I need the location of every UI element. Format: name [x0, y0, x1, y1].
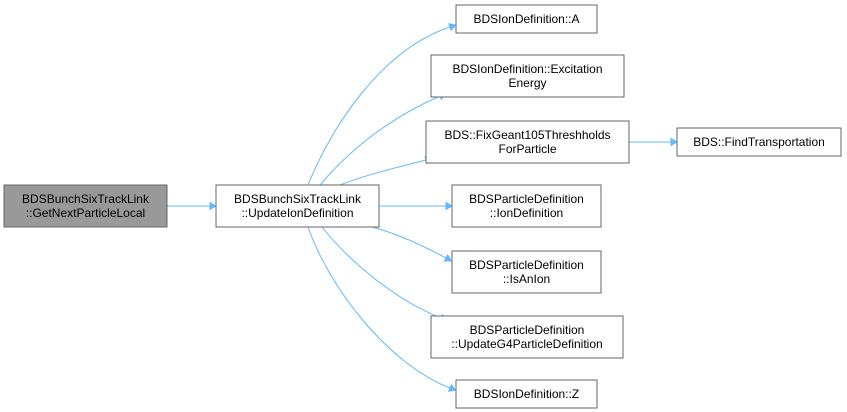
edge-updateion-to-a: [307, 23, 457, 186]
arrowhead-icon: [670, 137, 678, 147]
node-box[interactable]: [430, 315, 624, 359]
node-box[interactable]: [430, 54, 625, 98]
node-box[interactable]: [455, 4, 598, 34]
node-label-line: ::UpdateIonDefinition: [241, 206, 353, 220]
node-box[interactable]: [425, 120, 630, 164]
node-label-line: BDSBunchSixTrackLink: [22, 192, 150, 206]
edge-updateion-to-updateg4: [321, 226, 448, 322]
node-box[interactable]: [3, 184, 168, 228]
node-label-line: BDSIonDefinition::Excitation: [452, 62, 602, 76]
edge-getnext-to-updateion: [167, 201, 217, 211]
arrowhead-icon: [448, 23, 457, 32]
node-iondef[interactable]: BDSParticleDefinition::IonDefinition: [451, 184, 602, 228]
arrowhead-icon: [445, 201, 453, 211]
node-box[interactable]: [215, 184, 380, 228]
node-label-line: ::IonDefinition: [490, 206, 563, 220]
node-label-line: Energy: [508, 76, 546, 90]
node-a[interactable]: BDSIonDefinition::A: [455, 4, 598, 34]
edge-fixgeant-to-findtransport: [629, 137, 678, 147]
arrowhead-icon: [447, 383, 457, 392]
node-label-line: BDSIonDefinition::A: [473, 12, 579, 26]
edge-updateion-to-isanion: [371, 226, 453, 262]
node-box[interactable]: [451, 250, 602, 294]
edge-line: [339, 159, 427, 186]
edge-line: [319, 95, 441, 186]
edge-line: [307, 26, 451, 186]
node-label-line: ::GetNextParticleLocal: [26, 206, 145, 220]
arrowhead-icon: [209, 201, 217, 211]
nodes-layer: BDSBunchSixTrackLink::GetNextParticleLoc…: [3, 4, 842, 409]
node-box[interactable]: [455, 379, 598, 409]
edge-updateion-to-z: [307, 226, 457, 392]
node-label-line: ::IsAnIon: [503, 272, 550, 286]
node-label-line: BDS::FindTransportation: [693, 135, 825, 149]
node-label-line: ::UpdateG4ParticleDefinition: [451, 337, 602, 351]
arrowhead-icon: [443, 253, 453, 262]
node-box[interactable]: [676, 127, 842, 157]
node-label-line: BDS::FixGeant105Threshholds: [444, 128, 610, 142]
edge-line: [371, 226, 447, 259]
node-label-line: BDSParticleDefinition: [470, 323, 585, 337]
node-box[interactable]: [451, 184, 602, 228]
node-updateg4[interactable]: BDSParticleDefinition::UpdateG4ParticleD…: [430, 315, 624, 359]
edge-updateion-to-iondef: [379, 201, 453, 211]
node-label-line: BDSParticleDefinition: [469, 258, 584, 272]
node-findtransport[interactable]: BDS::FindTransportation: [676, 127, 842, 157]
node-z[interactable]: BDSIonDefinition::Z: [455, 379, 598, 409]
edge-line: [321, 226, 442, 319]
node-updateion[interactable]: BDSBunchSixTrackLink::UpdateIonDefinitio…: [215, 184, 380, 228]
node-label-line: BDSBunchSixTrackLink: [234, 192, 362, 206]
node-label-line: BDSParticleDefinition: [469, 192, 584, 206]
edge-updateion-to-fixgeant: [339, 155, 433, 186]
node-getnext[interactable]: BDSBunchSixTrackLink::GetNextParticleLoc…: [3, 184, 168, 228]
node-label-line: BDSIonDefinition::Z: [474, 387, 579, 401]
node-label-line: ForParticle: [498, 142, 556, 156]
edge-line: [307, 226, 451, 389]
node-isanion[interactable]: BDSParticleDefinition::IsAnIon: [451, 250, 602, 294]
